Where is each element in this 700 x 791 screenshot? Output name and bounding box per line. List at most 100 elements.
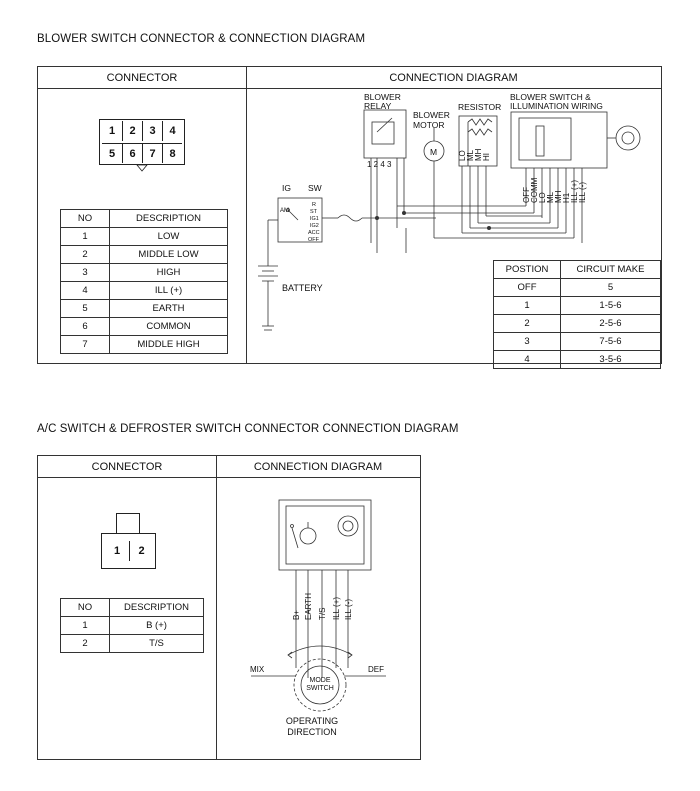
label-sw-wire-h1: H1 [562,192,571,203]
label-switch-2: ILLUMINATION WIRING [510,101,603,111]
table-cell: 7-5-6 [560,332,661,351]
table-cell: 2-5-6 [560,314,661,333]
label-am: AM [280,208,289,214]
label-wire-bplus: B+ [292,610,301,620]
label-sw-wire-off: OFF [522,187,531,203]
table-cell: 5 [560,278,661,297]
label-sw-acc: ACC [308,230,320,236]
table-cell: 3 [60,263,110,282]
table-cell: OFF [493,278,561,297]
label-battery: BATTERY [282,283,323,293]
table-header: DESCRIPTION [109,209,228,228]
blower-diagram-header: CONNECTION DIAGRAM [246,67,661,89]
table-cell: COMMON [109,317,228,336]
table-cell: 4 [60,281,110,300]
table-header: CIRCUIT MAKE [560,260,661,279]
label-relay-pins: 1 2 4 3 [367,160,392,169]
label-sw-wire-ill-plus: ILL (+) [570,180,579,203]
label-sw-r: R [312,202,316,208]
switch-box [510,111,608,169]
ac-wiring-diagram: B+ EARTH T/S ILL (+) ILL (-) MIX DEF MOD… [250,499,386,737]
label-blower-motor-2: MOTOR [413,120,444,130]
ac-connector-key [116,513,140,533]
table-cell: 1 [60,616,110,635]
label-res-ml: ML [466,149,475,161]
blower-panel-divider [246,67,247,363]
table-cell: HIGH [109,263,228,282]
blower-pin-3: 3 [142,121,162,141]
label-def: DEF [368,665,384,674]
label-res-lo: LO [458,150,467,161]
ac-connector: 1 2 [101,533,156,569]
table-cell: ILL (+) [109,281,228,300]
ac-connector-header: CONNECTOR [38,456,216,478]
label-sw-st: ST [310,209,318,215]
ac-panel-divider [216,456,217,759]
label-sw-wire-lo: LO [538,192,547,203]
label-res-hi: HI [482,153,491,161]
label-sw-wire-comm: COMM [530,177,539,203]
blower-pin-6: 6 [122,143,142,163]
label-sw-wire-mh: MH [554,190,563,203]
label-sw-off: OFF [308,237,320,243]
table-cell: 2 [493,314,561,333]
blower-pin-1: 1 [108,125,116,137]
label-resistor: RESISTOR [458,102,501,112]
table-cell: LOW [109,227,228,246]
label-ig: IG [282,183,291,193]
table-cell: T/S [109,634,204,653]
table-cell: MIDDLE LOW [109,245,228,264]
blower-pin-5: 5 [102,143,122,163]
blower-pin-7: 7 [142,143,162,163]
table-header: NO [60,209,110,228]
table-cell: 1-5-6 [560,296,661,315]
label-switch-1: BLOWER SWITCH & [510,92,591,102]
blower-connector-header: CONNECTOR [38,67,246,89]
label-wire-ill-minus: ILL (-) [344,599,353,620]
blower-wiring-diagram: BLOWER RELAY 1 2 4 3 BLOWER MOTOR M RESI… [258,92,641,331]
label-res-mh: MH [474,148,483,161]
label-sw-ig2: IG2 [310,223,319,229]
table-cell: 4 [493,350,561,369]
label-wire-ill-plus: ILL (+) [332,597,341,620]
blower-connector: 1 2 3 4 5 6 7 8 [99,119,185,165]
table-cell: 3 [493,332,561,351]
label-sw-wire-ill-minus: ILL (-) [578,182,587,203]
label-blower-relay-1: BLOWER [364,92,401,102]
table-header: POSTION [493,260,561,279]
mode-switch-gear [293,658,347,712]
ac-switch-panel: CONNECTOR CONNECTION DIAGRAM [37,455,421,760]
table-cell: 1 [60,227,110,246]
label-sw-wire-ml: ML [546,191,555,203]
label-wire-ts: T/S [318,608,327,620]
table-header-row: POSTION CIRCUIT MAKE [493,260,661,279]
table-cell: 2 [60,245,110,264]
label-blower-motor-1: BLOWER [413,110,450,120]
table-cell: 2 [60,634,110,653]
table-cell: 1 [493,296,561,315]
table-header: NO [60,598,110,617]
table-cell: EARTH [109,299,228,318]
table-cell: B (+) [109,616,204,635]
label-wire-earth: EARTH [304,593,313,620]
blower-pin-2: 2 [122,121,142,141]
label-motor-m: M [430,147,437,157]
table-cell: 3-5-6 [560,350,661,369]
table-cell: 7 [60,335,110,354]
ac-diagram-header: CONNECTION DIAGRAM [216,456,420,478]
label-sw-ig1: IG1 [310,216,319,222]
